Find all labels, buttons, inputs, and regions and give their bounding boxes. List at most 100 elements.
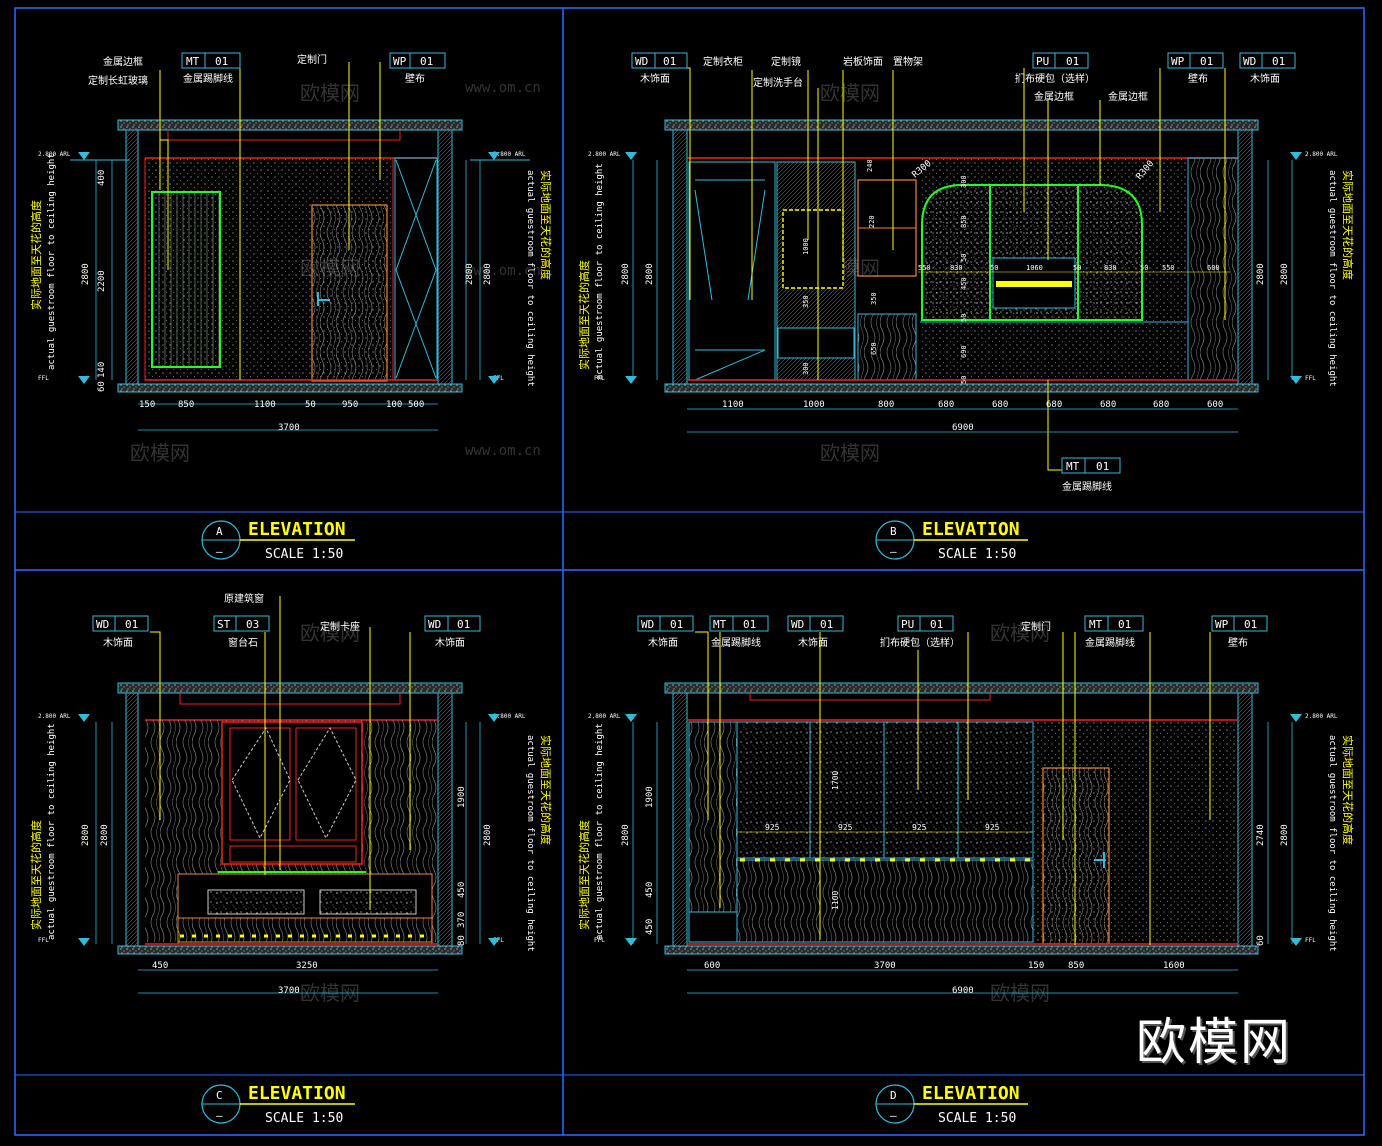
svg-text:3700: 3700 (278, 423, 300, 433)
scale-text: SCALE 1:50 (938, 1111, 1016, 1126)
svg-text:MT: MT (1066, 460, 1080, 473)
svg-text:850: 850 (1068, 961, 1084, 971)
svg-text:50: 50 (960, 376, 968, 384)
material-tag: MT 01 金属踢脚线 (182, 53, 240, 85)
svg-text:100: 100 (386, 400, 402, 410)
svg-text:—: — (216, 545, 223, 558)
svg-text:D: D (890, 1089, 897, 1102)
svg-text:金属踢脚线: 金属踢脚线 (1062, 480, 1112, 493)
svg-text:WP: WP (393, 55, 407, 68)
svg-text:50: 50 (990, 264, 998, 272)
svg-text:actual guestroom floor to ceil: actual guestroom floor to ceiling height (595, 723, 605, 940)
svg-text:2800: 2800 (621, 824, 631, 846)
svg-text:925: 925 (838, 823, 853, 832)
svg-text:MT: MT (186, 55, 200, 68)
svg-text:450: 450 (645, 882, 655, 898)
svg-text:680: 680 (992, 400, 1008, 410)
material-tag: WD 01 木饰面 (632, 53, 687, 85)
note-label: 定制衣柜 (703, 55, 743, 68)
svg-text:6900: 6900 (952, 423, 974, 433)
svg-text:扪布硬包（选样）: 扪布硬包（选样） (880, 636, 960, 649)
svg-text:01: 01 (125, 618, 138, 631)
svg-text:金属踢脚线: 金属踢脚线 (711, 636, 761, 649)
svg-text:实际地面至天花的高度: 实际地面至天花的高度 (577, 260, 591, 370)
material-tag: WD 01 木饰面 (425, 616, 480, 649)
svg-text:240: 240 (866, 159, 874, 172)
svg-text:木饰面: 木饰面 (640, 72, 670, 85)
svg-text:WD: WD (791, 618, 804, 631)
svg-text:1060: 1060 (1026, 264, 1043, 272)
svg-text:450: 450 (960, 277, 968, 290)
watermark-url: www.om.cn (465, 80, 541, 96)
svg-text:50: 50 (960, 314, 968, 322)
svg-text:550: 550 (918, 264, 931, 272)
note-label: 定制洗手台 (753, 76, 803, 89)
svg-text:2740: 2740 (1256, 824, 1266, 846)
svg-text:木饰面: 木饰面 (798, 636, 828, 649)
svg-text:300: 300 (802, 362, 810, 375)
svg-text:MT: MT (1089, 618, 1103, 631)
svg-text:FFL: FFL (1305, 375, 1316, 382)
svg-text:2.800 ARL: 2.800 ARL (38, 713, 71, 720)
elevation-title: B — ELEVATION SCALE 1:50 (876, 519, 1028, 562)
watermark-text: 欧模网 (820, 81, 880, 105)
svg-text:2.800 ARL: 2.800 ARL (588, 713, 621, 720)
svg-text:—: — (216, 1109, 223, 1122)
svg-text:03: 03 (246, 618, 259, 631)
svg-text:3250: 3250 (296, 961, 318, 971)
svg-text:1700: 1700 (831, 771, 840, 790)
svg-text:3700: 3700 (874, 961, 896, 971)
svg-text:—: — (890, 545, 897, 558)
material-tag: WP 01 壁布 (1168, 53, 1223, 85)
scale-text: SCALE 1:50 (265, 1111, 343, 1126)
svg-text:50: 50 (1140, 264, 1148, 272)
elevation-title: A — ELEVATION SCALE 1:50 (202, 519, 355, 562)
note-label: 定制镜 (771, 55, 801, 68)
svg-text:实际地面至天花的高度: 实际地面至天花的高度 (539, 170, 553, 280)
svg-text:925: 925 (985, 823, 1000, 832)
svg-text:2800: 2800 (483, 824, 493, 846)
elevation-c: WD 01 木饰面 ST 03 窗台石 WD 01 木饰面 原建筑窗 定制卡座 … (29, 592, 553, 1126)
material-tag: WD 01 木饰面 (1240, 53, 1295, 85)
note-label: 定制卡座 (320, 620, 360, 633)
svg-text:actual guestroom floor to ceil: actual guestroom floor to ceiling height (525, 735, 535, 952)
svg-text:2800: 2800 (1280, 263, 1290, 285)
svg-text:01: 01 (1096, 460, 1109, 473)
note-label: 定制门 (1021, 620, 1051, 633)
svg-text:2800: 2800 (483, 263, 493, 285)
svg-text:FFL: FFL (1305, 937, 1316, 944)
svg-text:220: 220 (868, 215, 876, 228)
svg-text:2800: 2800 (621, 263, 631, 285)
svg-text:550: 550 (1162, 264, 1175, 272)
svg-text:壁布: 壁布 (1188, 72, 1208, 85)
svg-text:950: 950 (342, 400, 358, 410)
svg-text:500: 500 (408, 400, 424, 410)
svg-text:2.800 ARL: 2.800 ARL (588, 151, 621, 158)
note-label: 金属边框 (103, 55, 143, 68)
elevation-a: MT 01 金属踢脚线 WP 01 壁布 金属边框 定制长虹玻璃 定制门 2.8… (29, 53, 553, 562)
svg-text:450: 450 (152, 961, 168, 971)
svg-text:木饰面: 木饰面 (648, 636, 678, 649)
scale-text: SCALE 1:50 (265, 547, 343, 562)
svg-text:WD: WD (96, 618, 109, 631)
svg-text:实际地面至天花的高度: 实际地面至天花的高度 (29, 820, 43, 930)
svg-text:实际地面至天花的高度: 实际地面至天花的高度 (539, 735, 553, 845)
material-tag: ST 03 窗台石 (214, 616, 269, 649)
svg-text:扪布硬包（选样）: 扪布硬包（选样） (1015, 72, 1095, 85)
svg-text:01: 01 (670, 618, 683, 631)
elevation-title-text: ELEVATION (248, 519, 346, 540)
svg-text:MT: MT (713, 618, 727, 631)
svg-text:WD: WD (635, 55, 648, 68)
svg-text:—: — (890, 1109, 897, 1122)
svg-text:600: 600 (704, 961, 720, 971)
svg-text:850: 850 (178, 400, 194, 410)
note-label: 金属边框 (1034, 90, 1074, 103)
svg-text:1000: 1000 (802, 238, 810, 255)
svg-text:actual guestroom floor to ceil: actual guestroom floor to ceiling height (47, 153, 57, 370)
watermark-text: 欧模网 (130, 441, 190, 465)
material-tag: MT 01 金属踢脚线 (1062, 458, 1120, 493)
svg-text:2800: 2800 (645, 263, 655, 285)
note-label: 原建筑窗 (224, 592, 264, 605)
elevation-title-text: ELEVATION (922, 519, 1020, 540)
svg-text:925: 925 (912, 823, 927, 832)
